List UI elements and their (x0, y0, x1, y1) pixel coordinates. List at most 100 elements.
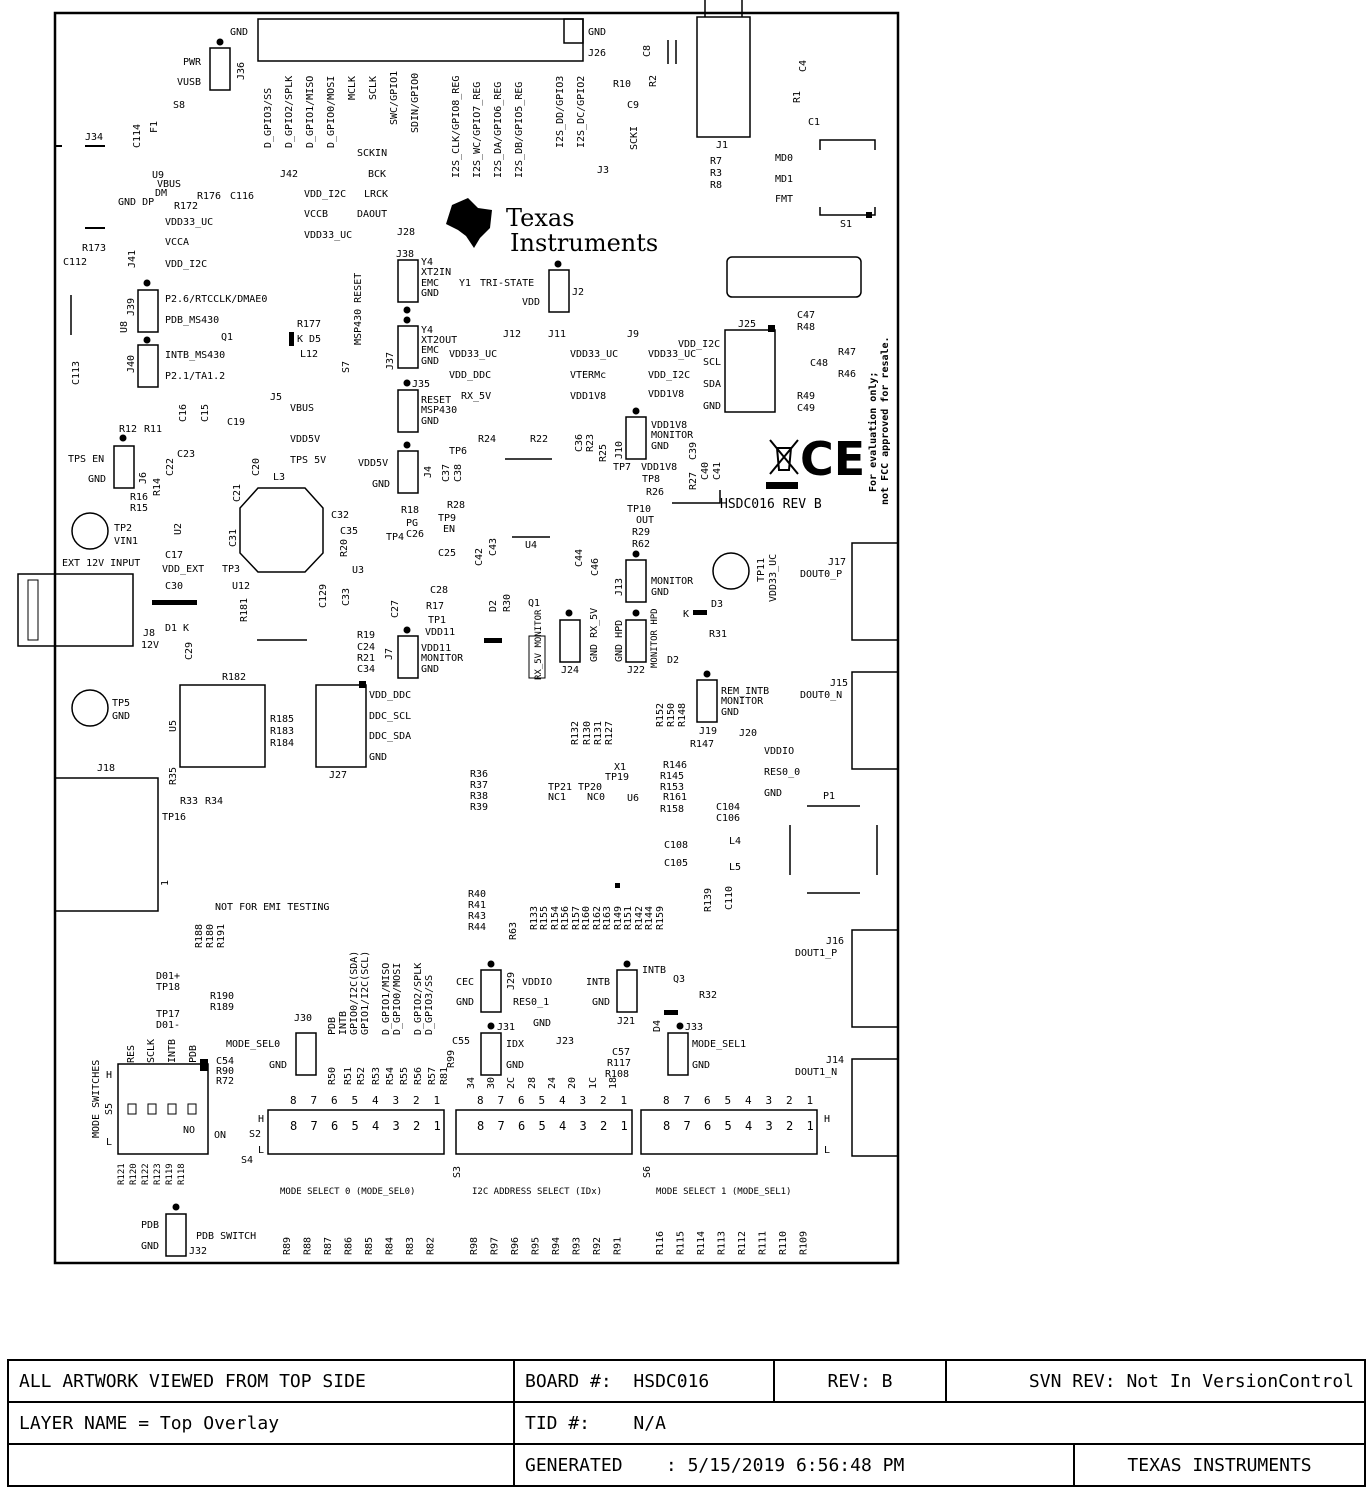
diode-d5-band (289, 332, 294, 346)
label-r25: R25 (598, 444, 609, 462)
label-j12: J12 (503, 329, 521, 340)
label-u3: U3 (352, 565, 364, 576)
pin1-dot (216, 38, 224, 46)
label-r48: R48 (797, 322, 815, 333)
cutout (726, 256, 862, 298)
label-c40: C40 (700, 462, 711, 480)
switch-pin-number: 7 (684, 1094, 691, 1107)
label-u9: U9 (152, 170, 164, 181)
label-r27: R27 (688, 472, 699, 490)
label-c23: C23 (177, 449, 195, 460)
pin1-dot (565, 609, 573, 617)
label-rx5v-monitor: RX_5V MONITOR (534, 609, 544, 680)
label-u8: U8 (119, 321, 130, 333)
j26-pin-labels-right: I2S_CLK/GPIO8_REG I2S_WC/GPIO7_REG I2S_D… (451, 76, 587, 178)
label-r49: R49 (797, 391, 815, 402)
label-r190: R190 (210, 991, 234, 1002)
switch-pin-number: 8 (477, 1094, 484, 1107)
label-r148: R148 (677, 703, 688, 727)
label-gnd-j27: GND (369, 752, 387, 763)
label-monitor-j7: MONITOR (421, 653, 464, 664)
label-k: K (683, 609, 689, 620)
label-j31: J31 (497, 1022, 515, 1033)
label-vdd: VDD (522, 297, 540, 308)
s5-pin-label: SCLK (146, 1039, 157, 1063)
bottom-resistor-labels: R133 R155 R154 R156 R157 R160 R162 R163 … (529, 906, 666, 930)
note-ext-input: EXT 12V INPUT (62, 558, 140, 569)
switch-pin-number: 4 (745, 1094, 752, 1107)
resistor-label: R93 (572, 1237, 583, 1255)
switch-s5-tile (187, 1103, 197, 1115)
label-c105: C105 (664, 858, 688, 869)
pin1-dot (143, 279, 151, 287)
label-nc0: NC0 (587, 792, 605, 803)
connector-j14 (851, 1058, 899, 1157)
switch-s3[interactable] (455, 1109, 633, 1155)
res-label: R53 (371, 1067, 382, 1085)
label-monitor-j19: MONITOR (721, 696, 764, 707)
tb-board-label: BOARD #: (525, 1370, 612, 1392)
label-pdb: PDB (141, 1220, 159, 1231)
label-j5: J5 (270, 392, 282, 403)
switch-s4[interactable] (267, 1109, 445, 1155)
j26-pin-label: D_GPIO3/SS (263, 88, 274, 148)
label-c16: C16 (178, 404, 189, 422)
switch-s6[interactable] (640, 1109, 818, 1155)
label-intb430: INTB_MS430 (165, 350, 225, 361)
label-msp-reset: MSP430 RESET (353, 273, 364, 345)
label-r62: R62 (632, 539, 650, 550)
label-gnd-j37: GND (421, 356, 439, 367)
label-bck: BCK (368, 169, 386, 180)
switch-pin-number: 7 (311, 1094, 318, 1107)
label-s5: S5 (104, 1103, 115, 1115)
label-tp9: TP9 (438, 513, 456, 524)
res-label: R52 (356, 1067, 367, 1085)
label-j37: J37 (385, 352, 396, 370)
resistor-label: R98 (469, 1237, 480, 1255)
label-r28: R28 (447, 500, 465, 511)
label-c110: C110 (724, 886, 735, 910)
label-c54: C54 (216, 1056, 234, 1067)
pin1-marker (768, 325, 775, 332)
label-u6: U6 (627, 793, 639, 804)
label-j29: J29 (506, 972, 517, 990)
label-c38: C38 (453, 464, 464, 482)
resistor-label: R120 (129, 1163, 139, 1185)
label-d1: D1 K (165, 623, 189, 634)
label-r23: R23 (585, 434, 596, 452)
label-j3: J3 (597, 165, 609, 176)
header-j31 (480, 1032, 502, 1076)
label-pdb430: PDB_MS430 (165, 315, 219, 326)
res-label: R156 (560, 906, 571, 930)
label-vddext: VDD_EXT (162, 564, 204, 575)
switch-s5[interactable] (117, 1063, 209, 1155)
mode-pin-label: D_GPIO2/SPLK (413, 963, 424, 1035)
label-c44: C44 (574, 549, 585, 567)
label-r11: R11 (144, 424, 162, 435)
res-label: R149 (613, 906, 624, 930)
label-c34: C34 (357, 664, 375, 675)
switch-pin-number: 8 (663, 1094, 670, 1107)
switch-position-number: 8 (477, 1119, 484, 1133)
label-idx: IDX (506, 1039, 524, 1050)
switch-pin-number: 3 (766, 1094, 773, 1107)
pin1-dot (119, 434, 127, 442)
j26-pin-label: I2S_WC/GPIO7_REG (472, 82, 483, 178)
label-r17: R17 (426, 601, 444, 612)
label-j6: J6 (138, 472, 149, 484)
switch-position-number: 3 (580, 1119, 587, 1133)
label-c24: C24 (357, 642, 375, 653)
label-r117: R117 (607, 1058, 631, 1069)
resistor-label: R89 (282, 1237, 293, 1255)
res-label: R163 (602, 906, 613, 930)
label-h-s5: H (106, 1070, 112, 1081)
title-i2c: I2C ADDRESS SELECT (IDx) (472, 1187, 602, 1197)
label-r22: R22 (530, 434, 548, 445)
label-r130: R130 (582, 721, 593, 745)
label-s8: S8 (173, 100, 185, 111)
header-j32 (165, 1213, 187, 1257)
res-label: R155 (539, 906, 550, 930)
s5-pin-label: INTB (167, 1039, 178, 1063)
label-tp4: TP4 (386, 532, 404, 543)
label-remintb: REM_INTB (721, 686, 769, 697)
